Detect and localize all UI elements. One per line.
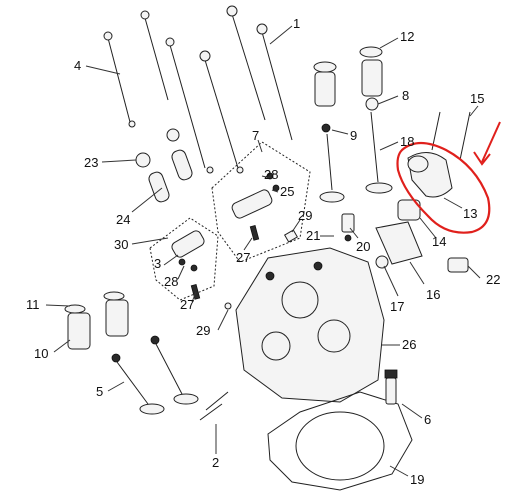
leader-lines bbox=[45, 25, 481, 477]
head-bolts bbox=[103, 5, 293, 174]
valve-train-right bbox=[313, 46, 393, 203]
callout-17: 17 bbox=[390, 299, 404, 314]
highlight-arrow-shaft bbox=[481, 121, 501, 163]
callout-29-lower: 29 bbox=[196, 323, 210, 338]
callouts: 1 2 3 4 5 6 7 8 9 10 11 12 13 14 15 16 1… bbox=[26, 16, 500, 487]
intake-manifold bbox=[407, 111, 471, 198]
small-fasteners bbox=[224, 213, 355, 310]
highlight-circle bbox=[396, 141, 491, 234]
rocker-arm-box-lower bbox=[149, 217, 219, 301]
callout-3: 3 bbox=[154, 256, 161, 271]
callout-19: 19 bbox=[410, 472, 424, 487]
callout-5: 5 bbox=[96, 384, 103, 399]
callout-4: 4 bbox=[74, 58, 81, 73]
head-gasket bbox=[267, 391, 413, 491]
callout-27-upper: 27 bbox=[236, 250, 250, 265]
callout-15: 15 bbox=[470, 91, 484, 106]
callout-6: 6 bbox=[424, 412, 431, 427]
cylinder-head bbox=[235, 247, 385, 403]
callout-24: 24 bbox=[116, 212, 130, 227]
callout-25: 25 bbox=[280, 184, 294, 199]
callout-21: 21 bbox=[306, 228, 320, 243]
callout-29-upper: 29 bbox=[298, 208, 312, 223]
valve-train-left bbox=[64, 291, 199, 415]
callout-13: 13 bbox=[463, 206, 477, 221]
callout-23: 23 bbox=[84, 155, 98, 170]
callout-28-lower: 28 bbox=[164, 274, 178, 289]
callout-7: 7 bbox=[252, 128, 259, 143]
callout-27-lower: 27 bbox=[180, 297, 194, 312]
highlight-arrow-head bbox=[473, 151, 491, 166]
stud-and-spark-plug bbox=[199, 369, 398, 421]
manifold-insulator bbox=[375, 199, 469, 273]
callout-11: 11 bbox=[26, 297, 40, 312]
callout-26: 26 bbox=[402, 337, 416, 352]
callout-20: 20 bbox=[356, 239, 370, 254]
callout-14: 14 bbox=[432, 234, 446, 249]
callout-18: 18 bbox=[400, 134, 414, 149]
callout-10: 10 bbox=[34, 346, 48, 361]
callout-2: 2 bbox=[212, 455, 219, 470]
callout-8: 8 bbox=[402, 88, 409, 103]
callout-12: 12 bbox=[400, 29, 414, 44]
dowel-pins bbox=[135, 149, 193, 203]
red-highlight-annotation bbox=[396, 121, 501, 234]
rocker-arm-box bbox=[211, 141, 311, 263]
callout-16: 16 bbox=[426, 287, 440, 302]
callout-9: 9 bbox=[350, 128, 357, 143]
callout-1: 1 bbox=[293, 16, 300, 31]
callout-28-upper: 28 bbox=[264, 167, 278, 182]
callout-22: 22 bbox=[486, 272, 500, 287]
callout-30: 30 bbox=[114, 237, 128, 252]
